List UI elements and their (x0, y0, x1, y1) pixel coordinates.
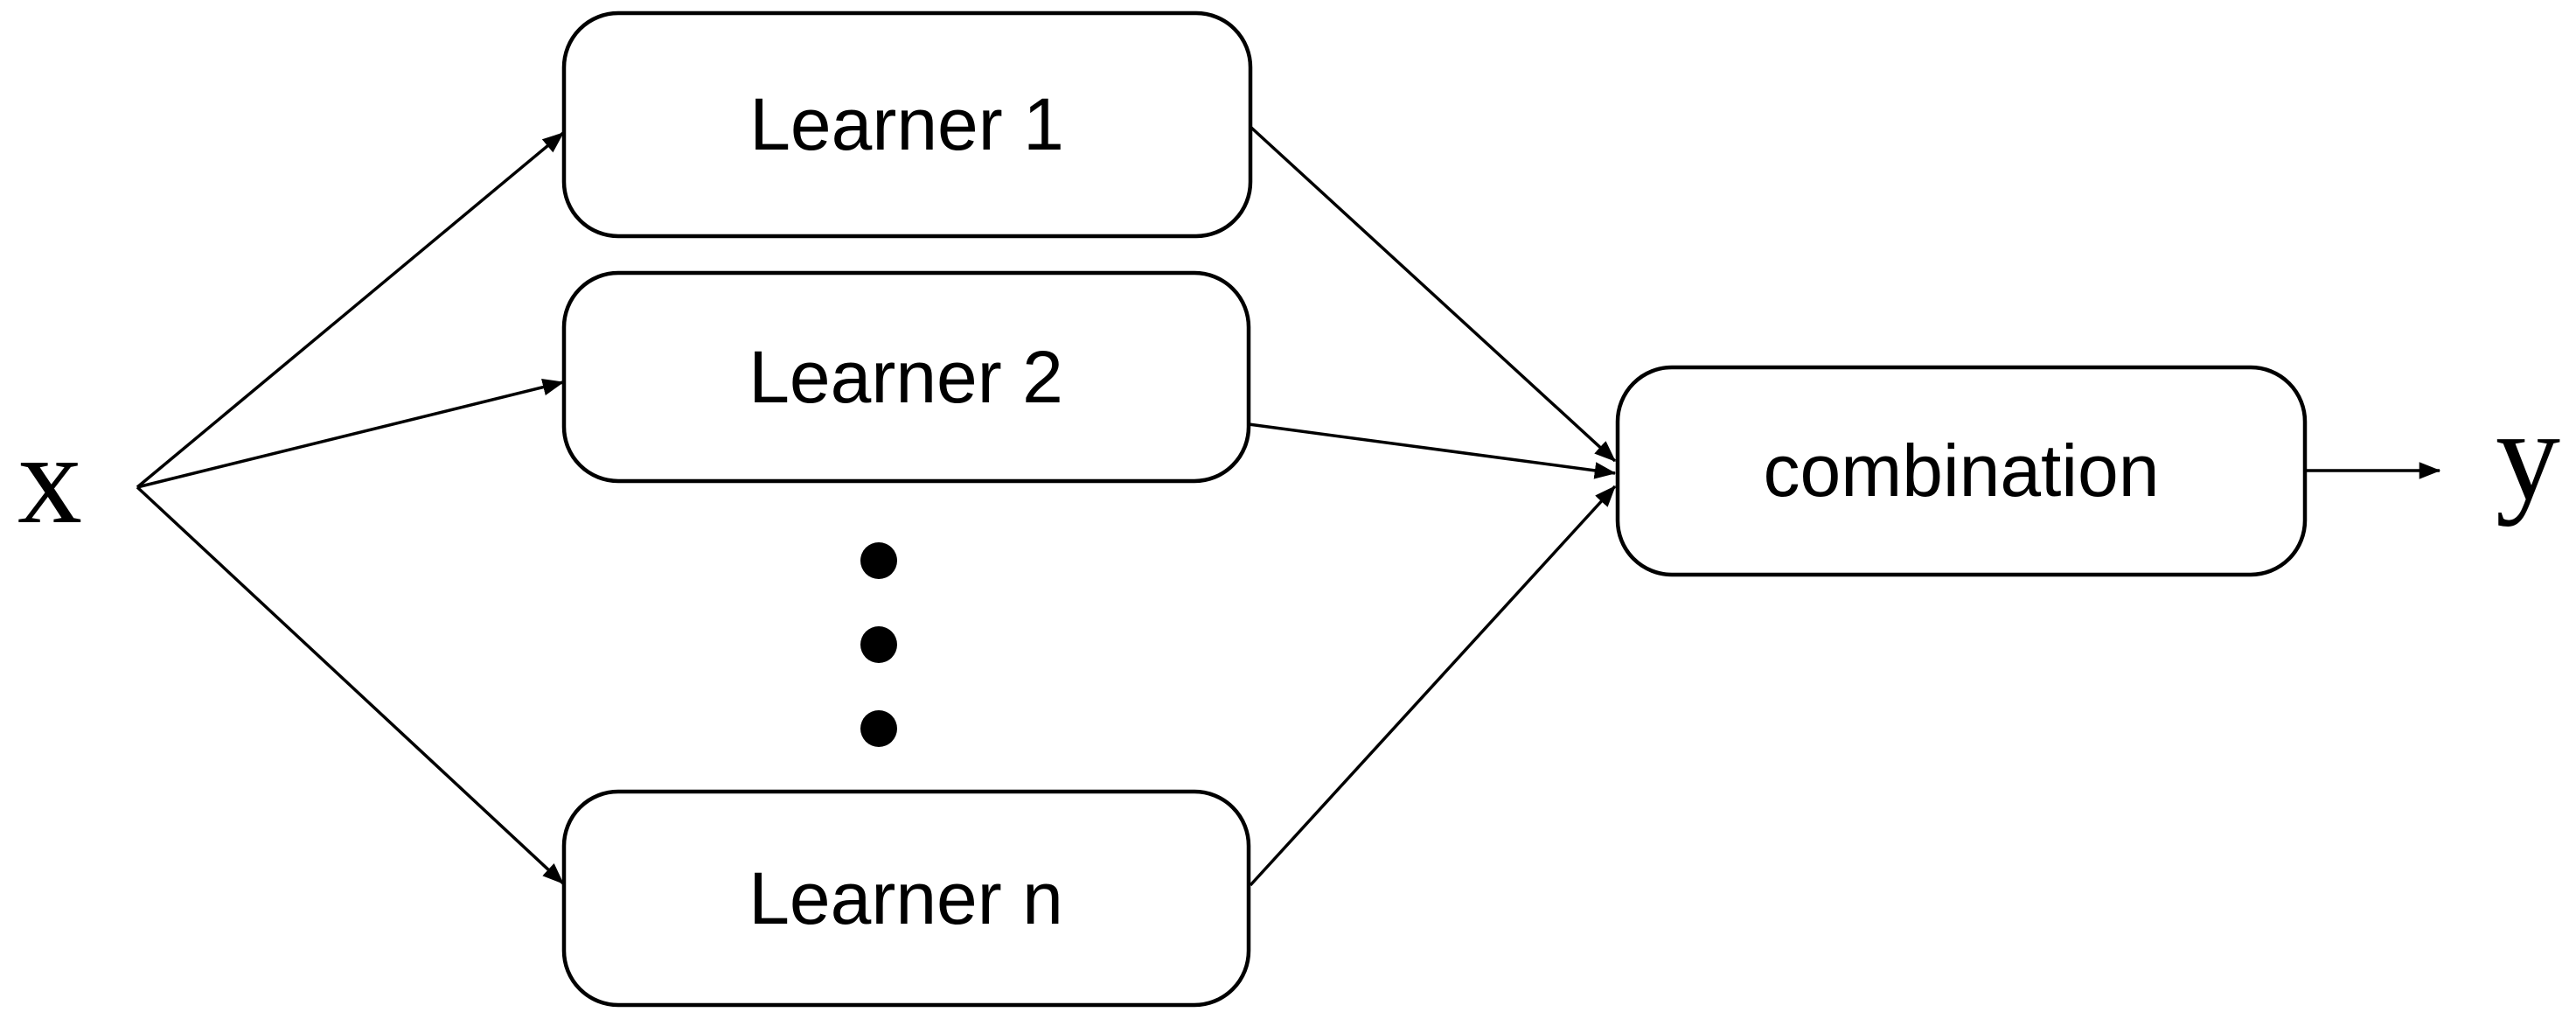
combination-node: combination (1615, 365, 2308, 577)
input-label-x: x (17, 408, 82, 551)
learner-1-node: Learner 1 (561, 10, 1253, 239)
learner-1-box (561, 10, 1253, 239)
edges (136, 125, 2441, 887)
learner-n-label: Learner n (748, 857, 1063, 939)
edge-learner-2-to-combination (1248, 422, 1617, 479)
ellipsis-dot (860, 710, 897, 747)
edge-input-to-learner-n (136, 485, 565, 885)
learner-2-label: Learner 2 (748, 336, 1063, 418)
ellipsis-dot (860, 626, 897, 663)
learner-1-label: Learner 1 (749, 83, 1064, 165)
edge-learner-1-to-combination (1249, 125, 1617, 463)
edge-input-to-learner-2 (136, 379, 565, 489)
learner-n-node: Learner n (561, 789, 1251, 1008)
combination-box (1615, 365, 2308, 577)
ellipsis-dots (860, 542, 897, 747)
learner-2-box (561, 270, 1251, 484)
learner-n-box (561, 789, 1251, 1008)
output-label-y: y (2496, 384, 2560, 527)
edge-learner-n-to-combination (1249, 485, 1617, 887)
learner-2-node: Learner 2 (561, 270, 1251, 484)
combination-label: combination (1764, 429, 2160, 512)
edge-input-to-learner-1 (136, 131, 565, 489)
ellipsis-dot (860, 542, 897, 579)
